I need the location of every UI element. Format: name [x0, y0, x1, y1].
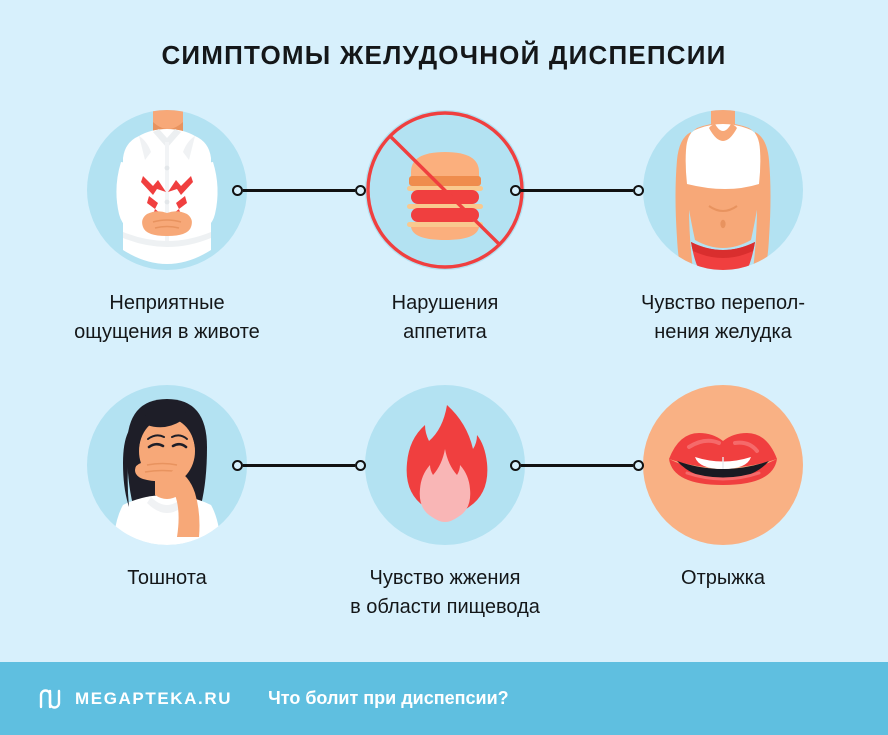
icon-container — [575, 380, 871, 550]
symptom-row-2: Тошнота Чувство жжения в области пищевод… — [0, 380, 888, 630]
footer-caption[interactable]: Что болит при диспепсии? — [268, 688, 509, 708]
icon-container — [19, 380, 315, 550]
symptom-row-1: Неприятные ощущения в животе — [0, 105, 888, 355]
nausea-woman-icon — [113, 399, 221, 545]
connector-dot — [633, 459, 644, 471]
stomach-pain-icon — [116, 110, 218, 264]
connector-line — [521, 188, 633, 192]
icon-container — [297, 380, 593, 550]
icon-container — [297, 105, 593, 275]
symptom-item-burning[interactable]: Чувство жжения в области пищевода — [297, 380, 593, 622]
symptom-label: Неприятные ощущения в животе — [74, 292, 260, 343]
connector-1-2 — [232, 183, 366, 197]
connector-dot — [232, 184, 243, 196]
symptom-item-belching[interactable]: Отрыжка — [575, 380, 871, 593]
flame-icon — [406, 405, 488, 522]
icon-container — [19, 105, 315, 275]
connector-4-5 — [232, 458, 366, 472]
symptom-label: Тошнота — [127, 567, 207, 589]
symptom-item-appetite-disorder[interactable]: Нарушения аппетита — [297, 105, 593, 347]
connector-line — [521, 463, 633, 467]
connector-line — [243, 463, 355, 467]
footer-bar: MEGAPTEKA.RU Что болит при диспепсии? — [0, 662, 888, 735]
connector-dot — [355, 184, 366, 196]
icon-circle — [365, 385, 525, 545]
no-burger-icon — [407, 152, 483, 240]
page-title: СИМПТОМЫ ЖЕЛУДОЧНОЙ ДИСПЕПСИИ — [161, 40, 727, 70]
connector-dot — [355, 459, 366, 471]
symptom-item-stomach-pain[interactable]: Неприятные ощущения в животе — [19, 105, 315, 347]
connector-dot — [232, 459, 243, 471]
icon-container — [575, 105, 871, 275]
symptom-label: Нарушения аппетита — [391, 292, 499, 343]
connector-5-6 — [510, 458, 644, 472]
icon-circle — [643, 110, 803, 270]
symptom-label: Чувство перепол- нения желудка — [640, 292, 805, 343]
symptom-label: Отрыжка — [681, 567, 765, 589]
bloated-stomach-icon — [675, 110, 771, 270]
connector-dot — [510, 184, 521, 196]
mouth-burp-icon — [669, 433, 777, 485]
connector-dot — [633, 184, 644, 196]
icon-circle — [87, 110, 247, 270]
symptom-label: Чувство жжения в области пищевода — [350, 567, 540, 618]
connector-2-3 — [510, 183, 644, 197]
symptom-item-fullness[interactable]: Чувство перепол- нения желудка — [575, 105, 871, 347]
brand-name[interactable]: MEGAPTEKA.RU — [75, 688, 233, 708]
connector-dot — [510, 459, 521, 471]
megapteka-m-logo-icon[interactable] — [37, 686, 63, 712]
icon-circle — [87, 385, 247, 545]
icon-circle — [643, 385, 803, 545]
connector-line — [243, 188, 355, 192]
symptom-item-nausea[interactable]: Тошнота — [19, 380, 315, 593]
